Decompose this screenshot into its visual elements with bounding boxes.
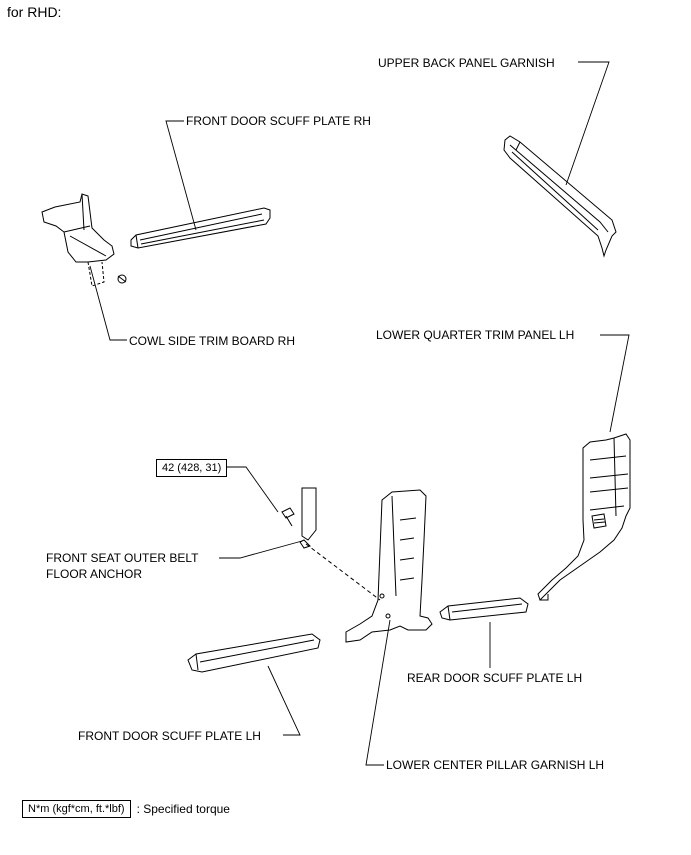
- label-front-seat-outer-belt: FRONT SEAT OUTER BELT: [46, 551, 199, 565]
- label-front-door-scuff-plate-lh: FRONT DOOR SCUFF PLATE LH: [78, 729, 261, 743]
- label-lower-quarter-trim-panel-lh: LOWER QUARTER TRIM PANEL LH: [376, 328, 575, 342]
- label-front-door-scuff-plate-rh: FRONT DOOR SCUFF PLATE RH: [186, 114, 371, 128]
- label-upper-back-panel-garnish: UPPER BACK PANEL GARNISH: [378, 56, 555, 70]
- leader-lines: [89, 61, 630, 766]
- label-rear-door-scuff-plate-lh: REAR DOOR SCUFF PLATE LH: [407, 671, 583, 685]
- lower-center-pillar-garnish-lh-part: [345, 489, 433, 643]
- upper-back-panel-garnish-part: [503, 135, 617, 258]
- cowl-side-trim-board-rh-part: [41, 193, 127, 287]
- front-door-scuff-plate-rh-part: [130, 207, 271, 249]
- label-lower-center-pillar-garnish-lh: LOWER CENTER PILLAR GARNISH LH: [386, 758, 605, 772]
- diagram-header: for RHD:: [7, 4, 62, 20]
- legend-unit-box: N*m (kgf*cm, ft.*lbf): [22, 800, 131, 818]
- legend: N*m (kgf*cm, ft.*lbf) : Specified torque: [22, 800, 230, 818]
- lower-quarter-trim-panel-lh-part: [537, 433, 631, 601]
- label-cowl-side-trim-board-rh: COWL SIDE TRIM BOARD RH: [129, 334, 296, 348]
- label-floor-anchor: FLOOR ANCHOR: [46, 567, 143, 581]
- rear-door-scuff-plate-lh-part: [439, 597, 529, 621]
- legend-description: : Specified torque: [136, 802, 230, 816]
- torque-value-box: 42 (428, 31): [156, 459, 228, 477]
- front-door-scuff-plate-lh-part: [187, 633, 321, 673]
- seat-belt-anchor-part: [281, 487, 381, 601]
